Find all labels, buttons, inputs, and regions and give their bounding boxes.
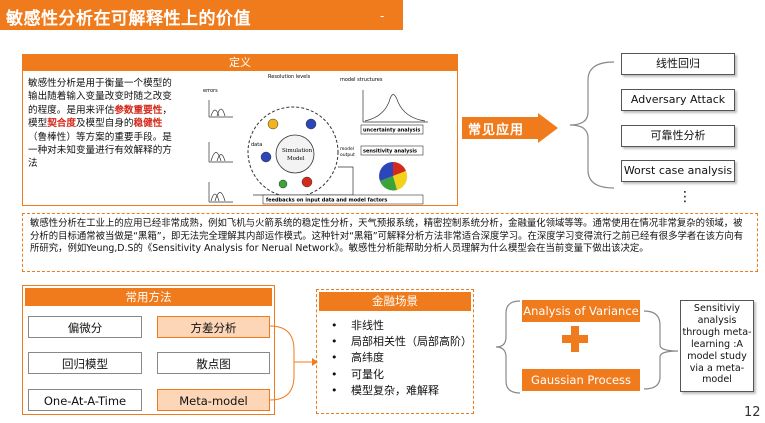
common-apps-label: 常见应用 <box>468 123 525 138</box>
definition-panel: 定义 敏感性分析是用于衡量一个模型的输出随着输入变量改变时随之改变的程度。是用来… <box>22 54 458 206</box>
node-green <box>278 179 288 189</box>
label-uncertainty-analysis: uncertainty analysis <box>363 128 420 134</box>
node-blue <box>305 118 317 130</box>
more-apps-ellipsis: ⋮ <box>678 189 692 205</box>
app-linear-regression[interactable]: 线性回归 <box>621 53 735 75</box>
label-model-output-2: output <box>340 152 355 158</box>
sensitivity-label-box <box>360 145 424 156</box>
simulation-model-node <box>275 134 315 174</box>
label-simulation: Simulation <box>282 148 313 154</box>
def-part: 敏感性分析是用于衡量一个模型的输出随着输入变量改变时随之改变的程度。是用来评估 <box>28 78 172 116</box>
finance-item-complex-model: 模型复杂，难解释 <box>331 383 469 399</box>
method-meta-model[interactable]: Meta-model <box>157 389 270 411</box>
label-resolution-levels: Resolution levels <box>268 74 311 80</box>
common-apps-arrow <box>462 113 558 143</box>
label-model: Model <box>287 156 305 162</box>
def-highlight-robustness: 稳健性 <box>133 118 163 130</box>
node-blue-2 <box>260 151 272 163</box>
reference-paper-box: Sensitiviy analysis through meta-learnin… <box>680 300 754 392</box>
label-model-output: model <box>340 146 354 152</box>
finance-list: 非线性 局部相关性（局部高阶） 高纬度 可量化 模型复杂，难解释 <box>331 318 472 399</box>
label-feedbacks: feedbacks on input data and model factor… <box>266 198 387 204</box>
def-highlight-param-importance: 参数重要性 <box>114 104 163 116</box>
app-worst-case-analysis[interactable]: Worst case analysis <box>621 160 735 182</box>
finance-panel: 金融场景 非线性 局部相关性（局部高阶） 高纬度 可量化 模型复杂，难解释 <box>316 289 474 414</box>
gaussian-process-button[interactable]: Gaussian Process <box>522 369 640 391</box>
app-reliability-analysis[interactable]: 可靠性分析 <box>621 125 735 147</box>
method-regression-model[interactable]: 回归模型 <box>28 352 142 374</box>
method-partial-derivative[interactable]: 偏微分 <box>28 316 142 338</box>
uncertainty-plot <box>362 90 428 123</box>
label-model-structures: model structures <box>340 77 383 83</box>
feedback-box <box>262 194 424 205</box>
method-one-at-a-time[interactable]: One-At-A-Time <box>28 389 142 411</box>
combo-bracket <box>495 300 521 394</box>
label-data: data <box>251 142 262 148</box>
pie-chart-icon <box>379 162 408 191</box>
title-mark: - <box>380 9 385 23</box>
finance-item-high-dimension: 高纬度 <box>331 350 469 366</box>
def-highlight-fit: 契合度 <box>47 118 76 130</box>
errors-plot <box>208 100 233 203</box>
definition-header: 定义 <box>23 55 457 71</box>
finance-item-quantifiable: 可量化 <box>331 367 469 383</box>
plus-icon <box>562 326 588 352</box>
combo-to-reference-bracket <box>643 310 679 390</box>
finance-header: 金融场景 <box>319 292 471 311</box>
page-title: 敏感性分析在可解释性上的价值 <box>6 9 251 29</box>
app-adversary-attack[interactable]: Adversary Attack <box>621 89 735 111</box>
node-yellow <box>267 118 279 130</box>
methods-header: 常用方法 <box>25 288 272 306</box>
method-scatter-plot[interactable]: 散点图 <box>157 352 270 374</box>
finance-item-local-correlation: 局部相关性（局部高阶） <box>331 334 472 350</box>
label-errors: errors <box>203 88 218 94</box>
analysis-of-variance-button[interactable]: Analysis of Variance <box>522 300 640 322</box>
definition-text: 敏感性分析是用于衡量一个模型的输出随着输入变量改变时随之改变的程度。是用来评估参… <box>28 77 178 171</box>
methods-panel: 常用方法 <box>22 285 275 415</box>
methods-connector <box>269 325 318 401</box>
method-anova[interactable]: 方差分析 <box>157 316 270 338</box>
uncertainty-label-box <box>360 124 424 135</box>
def-part: ，模型 <box>28 104 172 130</box>
page-number: 12 <box>744 405 761 420</box>
def-part: 及模型自身的 <box>75 118 134 130</box>
label-sensitivity-analysis: sensitivity analysis <box>363 149 417 155</box>
title-bar: 敏感性分析在可解释性上的价值 - <box>0 0 403 30</box>
sensitivity-diagram: errors Resolution levels model structure… <box>203 74 428 205</box>
finance-item-nonlinear: 非线性 <box>331 318 469 334</box>
description-paragraph: 敏感性分析在工业上的应用已经非常成熟，例如飞机与火箭系统的稳定性分析，天气预报系… <box>22 213 758 272</box>
apps-bracket <box>569 61 615 189</box>
node-red <box>301 176 313 188</box>
def-part: （鲁棒性）等方案的重要手段。是一种对未知变量进行有效解释的方法 <box>28 131 172 170</box>
